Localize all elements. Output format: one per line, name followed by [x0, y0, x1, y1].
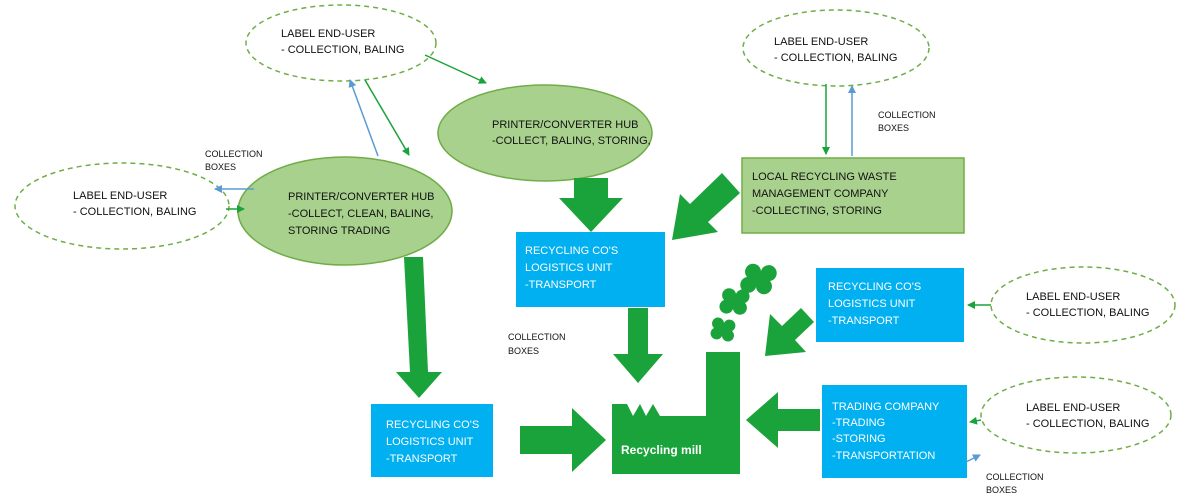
collection-boxes-left-line1: COLLECTION [205, 149, 263, 159]
big-arrow-logistics-bottom-to-mill [520, 408, 606, 472]
connector-arrows [214, 54, 991, 463]
logistics-unit-center: RECYCLING CO'S LOGISTICS UNIT -TRANSPORT [516, 232, 665, 307]
trading-line2: -TRADING [832, 417, 885, 429]
printer-converter-hub-left: PRINTER/CONVERTER HUB -COLLECT, CLEAN, B… [237, 156, 453, 266]
end-user-right-mid-sub: - COLLECTION, BALING [1026, 307, 1149, 319]
recycling-mill: Recycling mill [612, 352, 740, 474]
collection-boxes-bottom-right-line1: COLLECTION [986, 472, 1044, 482]
end-user-top-left-sub: - COLLECTION, BALING [281, 44, 404, 56]
collection-boxes-top-right-line1: COLLECTION [878, 110, 936, 120]
smoke-clouds [710, 263, 777, 342]
collection-boxes-bottom-right-line2: BOXES [986, 485, 1017, 495]
arrow-enduser-to-hub-left [364, 79, 410, 156]
collection-boxes-bottom-right: COLLECTION BOXES [986, 472, 1044, 495]
logistics-right-line2: LOGISTICS UNIT [828, 298, 916, 310]
logistics-right-line1: RECYCLING CO'S [828, 281, 921, 293]
hub-left-line2: -COLLECT, CLEAN, BALING, [288, 208, 434, 220]
arrow-hub-left-to-enduser [348, 79, 379, 157]
arrow-enduser-to-hub-top [424, 54, 487, 84]
end-user-top-left-title: LABEL END-USER [281, 28, 375, 40]
end-user-mid-left-sub: - COLLECTION, BALING [73, 206, 196, 218]
local-recycling-line3: -COLLECTING, STORING [752, 205, 882, 217]
local-recycling-line2: MANAGEMENT COMPANY [752, 188, 889, 200]
end-user-mid-left: LABEL END-USER - COLLECTION, BALING [14, 162, 230, 250]
end-user-mid-left-title: LABEL END-USER [73, 190, 167, 202]
trading-line1: TRADING COMPANY [832, 401, 940, 413]
collection-boxes-center: COLLECTION BOXES [508, 332, 566, 356]
logistics-center-line1: RECYCLING CO'S [525, 245, 618, 257]
collection-boxes-left-line2: BOXES [205, 162, 236, 172]
printer-converter-hub-top: PRINTER/CONVERTER HUB -COLLECT, BALING, … [437, 84, 653, 182]
trading-line4: -TRANSPORTATION [832, 450, 935, 462]
big-arrow-logistics-right-to-mill [765, 308, 814, 356]
logistics-unit-bottom: RECYCLING CO'S LOGISTICS UNIT -TRANSPORT [371, 404, 493, 477]
end-user-right-mid-title: LABEL END-USER [1026, 291, 1120, 303]
end-user-right-mid: LABEL END-USER - COLLECTION, BALING [990, 266, 1176, 344]
collection-boxes-top-right-line2: BOXES [878, 123, 909, 133]
logistics-unit-right: RECYCLING CO'S LOGISTICS UNIT -TRANSPORT [816, 268, 964, 342]
logistics-bottom-line1: RECYCLING CO'S [386, 419, 479, 431]
big-arrow-hub-left-down [396, 257, 442, 398]
trading-company: TRADING COMPANY -TRADING -STORING -TRANS… [822, 385, 967, 478]
end-user-top-right: LABEL END-USER - COLLECTION, BALING [742, 9, 930, 87]
big-arrow-local-to-center [672, 173, 740, 240]
logistics-center-line3: -TRANSPORT [525, 279, 597, 291]
collection-boxes-center-line2: BOXES [508, 346, 539, 356]
end-user-top-right-title: LABEL END-USER [774, 36, 868, 48]
end-user-right-low-title: LABEL END-USER [1026, 402, 1120, 414]
logistics-right-line3: -TRANSPORT [828, 315, 900, 327]
end-user-right-low-sub: - COLLECTION, BALING [1026, 418, 1149, 430]
local-recycling-line1: LOCAL RECYCLING WASTE [752, 171, 897, 183]
hub-top-sub: -COLLECT, BALING, STORING, [492, 135, 651, 147]
big-arrow-center-down [613, 308, 663, 383]
hub-left-title: PRINTER/CONVERTER HUB [288, 191, 434, 203]
hub-top-title: PRINTER/CONVERTER HUB [492, 119, 638, 131]
logistics-bottom-line3: -TRANSPORT [386, 453, 458, 465]
collection-boxes-center-line1: COLLECTION [508, 332, 566, 342]
logistics-bottom-line2: LOGISTICS UNIT [386, 436, 474, 448]
local-recycling-company: LOCAL RECYCLING WASTE MANAGEMENT COMPANY… [741, 157, 965, 234]
logistics-center-line2: LOGISTICS UNIT [525, 262, 613, 274]
end-user-top-left: LABEL END-USER - COLLECTION, BALING [245, 4, 437, 82]
collection-boxes-left: COLLECTION BOXES [205, 149, 263, 172]
arrow-trading-to-collection-boxes [965, 454, 981, 463]
hub-left-line3: STORING TRADING [288, 225, 390, 237]
end-user-right-low: LABEL END-USER - COLLECTION, BALING [980, 376, 1172, 454]
big-arrow-hub-top-down [559, 178, 623, 232]
collection-boxes-top-right: COLLECTION BOXES [878, 110, 936, 133]
recycling-mill-label: Recycling mill [621, 443, 702, 457]
big-arrow-trading-to-mill [746, 392, 820, 448]
trading-line3: -STORING [832, 433, 886, 445]
end-user-top-right-sub: - COLLECTION, BALING [774, 52, 897, 64]
arrow-enduser-to-trading [969, 416, 982, 425]
